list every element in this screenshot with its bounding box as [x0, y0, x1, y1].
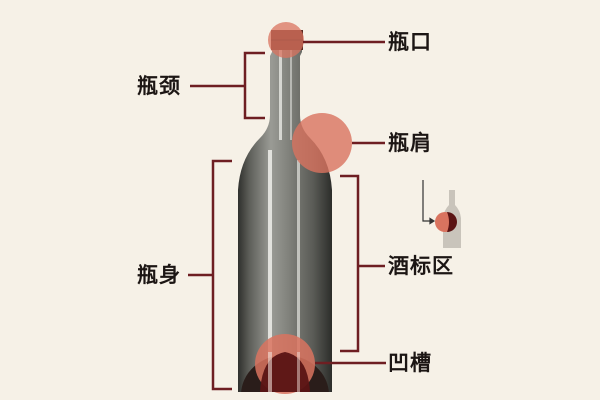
bottle-silhouette	[238, 32, 332, 392]
label-neck: 瓶颈	[137, 73, 181, 98]
neck-bracket	[243, 51, 265, 120]
punt-highlight	[255, 334, 315, 394]
neck-highlight-left	[279, 40, 282, 140]
bottle-highlight-left	[268, 150, 272, 390]
label-mouth: 瓶口	[388, 29, 432, 54]
label-area-bracket	[340, 174, 360, 353]
label-body: 瓶身	[137, 262, 181, 287]
label-area-bottle-icon	[435, 190, 461, 248]
bottle-highlight-right	[297, 160, 300, 390]
label-label-area: 酒标区	[388, 253, 454, 278]
label-punt: 凹槽	[388, 350, 432, 375]
body-bracket	[211, 159, 232, 391]
arrow-icon	[422, 180, 436, 225]
mouth-highlight-circle	[268, 22, 304, 58]
shoulder-highlight-circle	[292, 113, 352, 173]
label-shoulder: 瓶肩	[388, 130, 432, 155]
neck-highlight-right	[290, 40, 292, 140]
